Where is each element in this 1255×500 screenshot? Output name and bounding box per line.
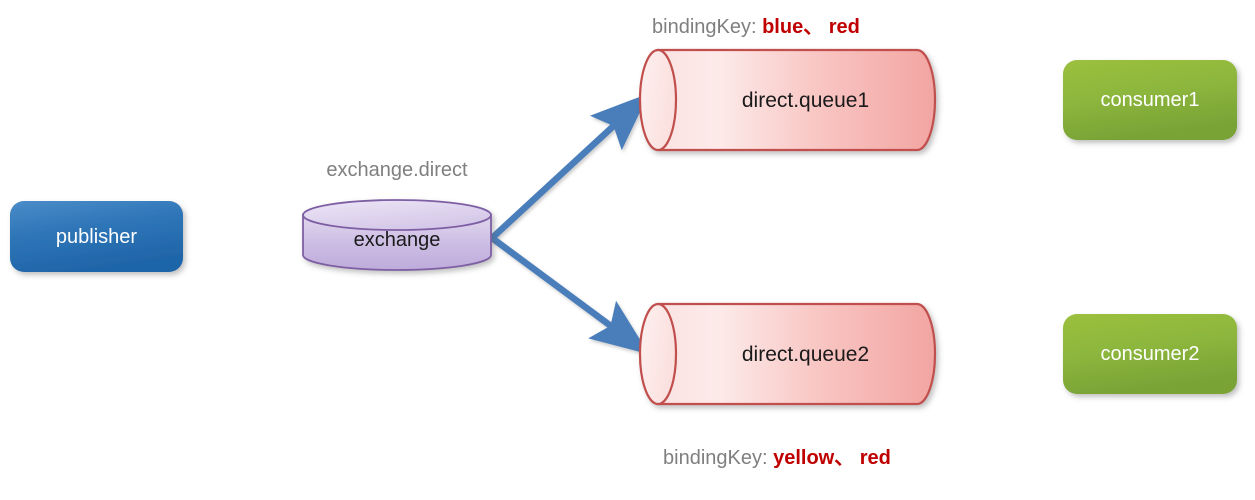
queue2-binding-key: bindingKey: yellow、 red: [663, 448, 891, 468]
queue1-binding-prefix: bindingKey:: [652, 16, 763, 38]
consumer2-label: consumer2: [1100, 343, 1200, 365]
node-publisher[interactable]: [10, 201, 183, 272]
queue2-binding-prefix: bindingKey:: [663, 447, 774, 469]
exchange-label: exchange: [353, 229, 441, 251]
queue2-binding-value: yellow、 red: [773, 447, 891, 469]
exchange-caption: exchange.direct: [326, 159, 468, 181]
queue1-label: direct.queue1: [741, 89, 870, 112]
node-queue2[interactable]: [638, 302, 937, 406]
node-exchange[interactable]: [302, 199, 492, 271]
node-queue1[interactable]: [638, 48, 937, 152]
queue1-binding-value: blue、 red: [762, 16, 860, 38]
consumer1-label: consumer1: [1100, 89, 1200, 111]
publisher-label: publisher: [55, 226, 138, 248]
arrow-exchange-to-queue2: [490, 235, 650, 355]
node-consumer2[interactable]: [1063, 314, 1237, 394]
queue1-binding-key: bindingKey: blue、 red: [652, 17, 860, 37]
arrow-exchange-to-queue1: [489, 93, 649, 241]
queue2-label: direct.queue2: [741, 343, 870, 366]
node-consumer1[interactable]: [1063, 60, 1237, 140]
